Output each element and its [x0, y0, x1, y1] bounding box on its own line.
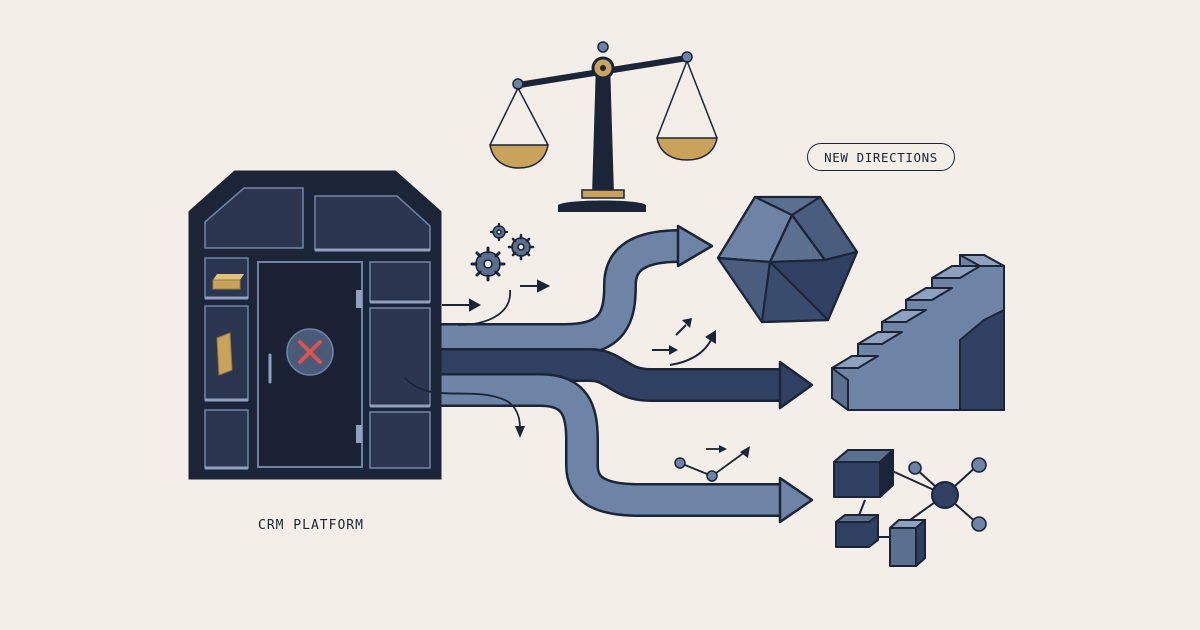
trend-arrow-icon [652, 318, 716, 366]
x-mark-icon [286, 328, 334, 376]
curved-arrow-icon [457, 289, 511, 326]
polyhedron-icon [716, 195, 859, 324]
flow-path-upper [440, 224, 714, 357]
arrow-icon [520, 279, 551, 293]
mini-network-icon [674, 445, 750, 482]
gold-bar-icon [212, 274, 244, 290]
new-directions-label: NEW DIRECTIONS [824, 149, 938, 165]
curved-arrow-down-icon [404, 377, 525, 438]
gear-icon [507, 233, 535, 261]
balance-scale-icon [489, 41, 718, 212]
flow-path-lower [440, 373, 814, 524]
flow-paths [440, 224, 814, 524]
vault-door-icon [188, 170, 442, 480]
arrow-icon [442, 298, 482, 312]
gear-icon [470, 246, 506, 282]
staircase-icon [831, 254, 1005, 411]
gear-icon [489, 222, 509, 242]
platform-caption: CRM PLATFORM [258, 518, 364, 533]
flow-path-middle [440, 348, 814, 410]
new-directions-badge: NEW DIRECTIONS [807, 143, 955, 171]
folder-icon [216, 332, 233, 376]
network-node-icon [833, 449, 987, 567]
